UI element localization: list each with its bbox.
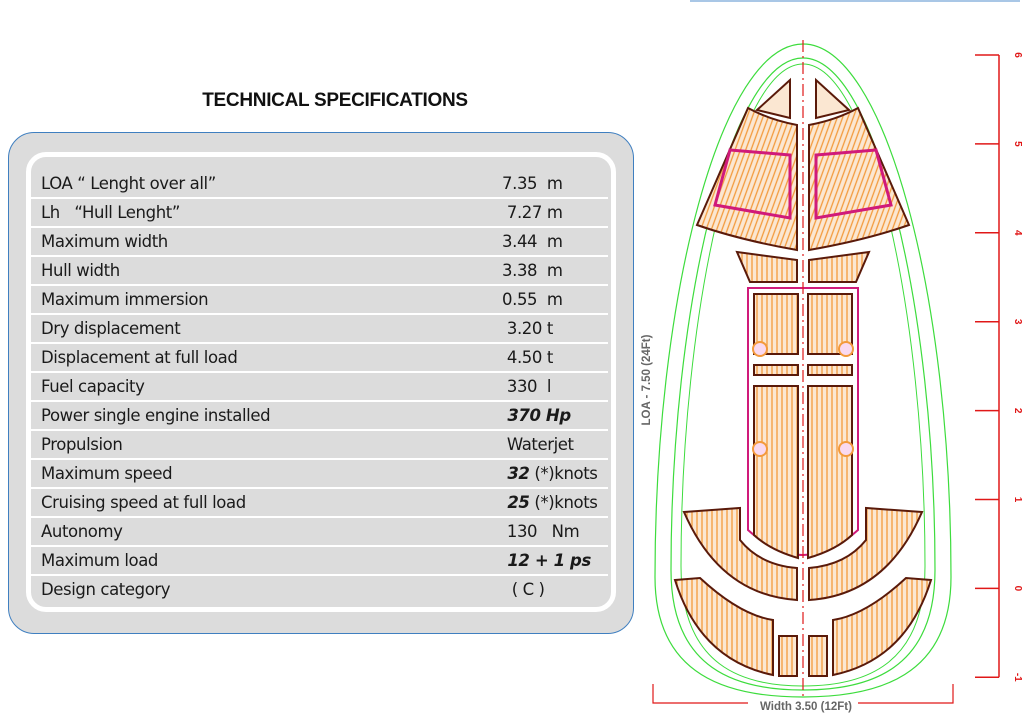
spec-row: Lh “Hull Lenght” 7.27 m [30,199,608,228]
spec-value: 3.38 m [502,261,563,280]
forward-hatch-left [713,148,792,220]
aft-seat-left [682,506,798,602]
spec-label: Maximum speed [41,464,173,483]
spec-label: Power single engine installed [41,406,271,425]
top-rule [690,0,1020,2]
spec-value-text: 4.50 t [502,348,553,367]
page-title: TECHNICAL SPECIFICATIONS [202,90,468,111]
spec-value: Waterjet [502,435,574,454]
spec-row: LOA “ Lenght over all” 7.35 m [30,170,608,199]
spec-value: 3.44 m [502,232,563,251]
spec-value-text: (*)knots [529,493,598,512]
spec-value: ( C ) [502,580,545,599]
aft-seat-right [808,506,924,602]
forward-hatch-right [814,148,893,220]
spec-value: 32 (*)knots [502,464,598,483]
spec-row: Power single engine installed 370 Hp [30,402,608,431]
scale-tick-label: 4 [1012,230,1023,236]
scale-tick-label: 1 [1012,497,1023,503]
spec-value-text: 7.27 m [502,203,563,222]
spec-row: Hull width 3.38 m [30,257,608,286]
cockpit-panel-right [807,385,853,560]
stern-seat-right [832,576,933,677]
spec-value-text: 3.38 m [502,261,563,280]
spec-label: Displacement at full load [41,348,238,367]
spec-row: Maximum immersion 0.55 m [30,286,608,315]
spec-label: Autonomy [41,522,123,541]
spec-label: Maximum load [41,551,159,570]
spec-row: Dry displacement 3.20 t [30,315,608,344]
bow-hatch-left [754,77,791,120]
spec-value-emphasis: 12 + 1 ps [502,551,591,570]
spec-label: LOA “ Lenght over all” [41,174,216,193]
spec-label: Cruising speed at full load [41,493,246,512]
scale-tick-label: 6 [1012,52,1023,58]
spec-value-text: 130 Nm [502,522,580,541]
spec-row: Propulsion Waterjet [30,431,608,460]
side-panel-left [735,250,798,283]
stern-step-right [808,635,828,677]
spec-label: Lh “Hull Lenght” [41,203,180,222]
scale-tick-label: 5 [1012,141,1023,147]
stern-seat-left [673,576,774,677]
spec-row: Maximum speed 32 (*)knots [30,460,608,489]
spec-value: 12 + 1 ps [502,551,591,570]
spec-value: 25 (*)knots [502,493,598,512]
hull-outer-outline [654,43,952,698]
spec-label: Maximum immersion [41,290,209,309]
scale-tick-label: 2 [1012,408,1023,414]
cup-holder-icon [752,441,768,457]
cockpit-panel-left [753,385,799,560]
spec-value-text: 3.44 m [502,232,563,251]
spec-value-emphasis: 32 [502,464,530,483]
spec-value-text: Waterjet [502,435,574,454]
spec-value: 4.50 t [502,348,553,367]
deck-panel [753,293,799,355]
spec-value: 7.27 m [502,203,563,222]
bow-hatch-right [815,77,852,120]
spec-label: Design category [41,580,171,599]
spec-row: Maximum load 12 + 1 ps [30,547,608,576]
loa-label: LOA - 7.50 (24Ft) [641,334,653,425]
cup-holder-icon [838,441,854,457]
spec-value-emphasis: 370 Hp [502,406,571,425]
spec-row: Design category ( C ) [30,576,608,603]
specs-table-frame [26,152,616,612]
spec-label: Hull width [41,261,120,280]
cup-holder-icon [752,341,768,357]
spec-value-text: 7.35 m [502,174,563,193]
scale-tick-label: 3 [1012,319,1023,325]
stern-step-left [778,635,798,677]
spec-label: Fuel capacity [41,377,145,396]
spec-value-text: 330 l [502,377,552,396]
spec-label: Dry displacement [41,319,181,338]
scale-tick-label: -1 [1012,673,1023,682]
spec-value: 3.20 t [502,319,553,338]
spec-value-text: ( C ) [502,580,545,599]
spec-row: Autonomy 130 Nm [30,518,608,547]
side-panel-right [808,250,871,283]
scale-tick-label: 0 [1012,586,1023,592]
spec-value-text: 3.20 t [502,319,553,338]
spec-value: 370 Hp [502,406,571,425]
spec-value: 330 l [502,377,552,396]
width-label: Width 3.50 (12Ft) [760,701,852,713]
width-dimension-line [652,684,954,704]
spec-label: Propulsion [41,435,123,454]
spec-row: Maximum width 3.44 m [30,228,608,257]
spec-row: Fuel capacity 330 l [30,373,608,402]
spec-value-text: 0.55 m [502,290,563,309]
cup-holder-icon [838,341,854,357]
spec-value: 0.55 m [502,290,563,309]
deck-panel [753,364,799,376]
spec-row: Cruising speed at full load 25 (*)knots [30,489,608,518]
deck-panel [807,364,853,376]
spec-label: Maximum width [41,232,168,251]
spec-value-text: (*)knots [529,464,598,483]
specs-table: LOA “ Lenght over all” 7.35 m Lh “Hull Len… [30,170,608,603]
spec-value-emphasis: 25 [502,493,530,512]
spec-row: Displacement at full load 4.50 t [30,344,608,373]
spec-value: 7.35 m [502,174,563,193]
spec-value: 130 Nm [502,522,580,541]
